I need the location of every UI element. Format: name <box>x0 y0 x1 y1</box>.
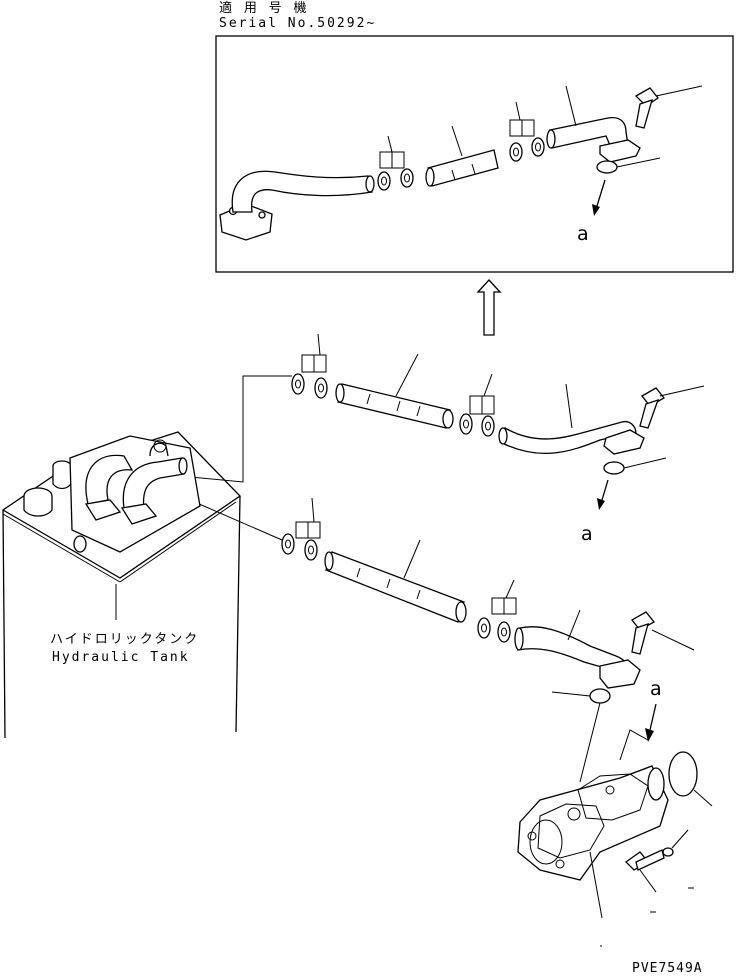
detail-o-ring <box>592 157 661 216</box>
tank-label-japanese: ハイドロリックタンク <box>50 632 200 647</box>
tank-port <box>73 535 87 553</box>
upper-bolt <box>639 385 705 429</box>
hydraulic-pump <box>517 765 669 881</box>
lower-hose <box>324 539 467 623</box>
pump-inlet-o-ring <box>551 688 611 783</box>
tank-filler-cap <box>23 487 53 517</box>
lower-clamp-pair-right <box>477 579 517 643</box>
detail-reference-arrow <box>476 279 502 336</box>
detail-elbow-pipe-left <box>219 170 375 241</box>
lower-leader-line <box>189 499 283 541</box>
pump-washer <box>662 829 689 857</box>
upper-elbow-pipe <box>498 383 645 455</box>
tank-breather <box>52 460 72 490</box>
drawing-code: PVE7549A <box>632 961 703 976</box>
detail-hose <box>425 125 499 187</box>
pump-callout-a <box>619 703 657 761</box>
lower-bolt <box>631 611 695 655</box>
pump-leader-lines <box>589 851 694 947</box>
tank-label-english: Hydraulic Tank <box>52 650 190 665</box>
upper-clamp-pair-left <box>291 333 328 399</box>
hydraulic-tank <box>1 431 242 739</box>
applicable-model-label: 適 用 号 機 <box>219 1 309 16</box>
detail-callout-a: a <box>577 223 589 245</box>
upper-o-ring <box>597 457 667 510</box>
lower-callout-a: a <box>650 678 662 700</box>
detail-clamp-pair-right <box>509 101 545 162</box>
pump-mounting-bolt <box>624 849 665 893</box>
detail-frame <box>215 35 734 273</box>
lower-clamp-pair-left <box>281 497 321 561</box>
detail-bolt <box>634 85 703 129</box>
detail-elbow-pipe-right <box>546 85 641 163</box>
upper-hose <box>335 353 454 429</box>
upper-clamp-pair-right <box>459 373 495 437</box>
serial-number-label: Serial No.50292~ <box>219 16 377 31</box>
detail-clamp-pair-left <box>377 135 414 191</box>
tank-suction-elbows <box>84 439 188 525</box>
upper-leader-line <box>179 375 292 483</box>
upper-callout-a: a <box>581 523 593 545</box>
lower-elbow-pipe <box>514 609 641 689</box>
pump-outlet-o-ring <box>668 751 713 807</box>
